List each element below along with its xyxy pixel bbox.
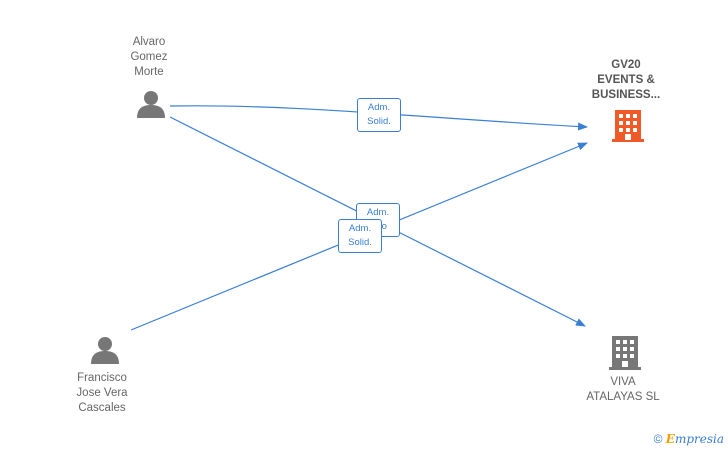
building-icon[interactable] <box>612 110 644 142</box>
company-label-gv20[interactable]: GV20 EVENTS & BUSINESS... <box>571 58 681 103</box>
edge-label-alvaro-gv20[interactable]: Adm. Solid. <box>357 98 401 132</box>
role-line: Adm. <box>348 223 372 234</box>
name-line: VIVA <box>610 376 636 388</box>
footer-brand: © Empresia <box>654 432 724 446</box>
role-line: Adm. <box>366 207 390 218</box>
name-line: Cascales <box>78 402 126 414</box>
person-icon[interactable] <box>137 91 165 118</box>
name-line: Francisco <box>77 372 127 384</box>
role-line: Solid. <box>348 237 372 248</box>
name-line: Morte <box>134 66 164 78</box>
company-label-viva[interactable]: VIVA ATALAYAS SL <box>568 375 678 405</box>
person-label-alvaro[interactable]: Alvaro Gomez Morte <box>94 35 204 80</box>
role-line: Solid. <box>367 116 391 127</box>
edge-label-francisco-gv20[interactable]: Adm. Solid. <box>338 219 382 253</box>
name-line: Gomez <box>130 51 168 63</box>
name-line: BUSINESS... <box>591 89 661 101</box>
name-line: GV20 <box>611 59 641 71</box>
person-label-francisco[interactable]: Francisco Jose Vera Cascales <box>47 371 157 416</box>
building-icon[interactable] <box>609 336 641 370</box>
name-line: Jose Vera <box>76 387 128 399</box>
role-line: Adm. <box>367 102 391 113</box>
copyright-icon: © <box>653 432 663 446</box>
name-line: EVENTS & <box>597 74 655 86</box>
person-icon[interactable] <box>91 337 119 364</box>
name-line: Alvaro <box>132 36 166 48</box>
brand-logo: Empresia <box>665 432 724 446</box>
name-line: ATALAYAS SL <box>586 391 660 403</box>
